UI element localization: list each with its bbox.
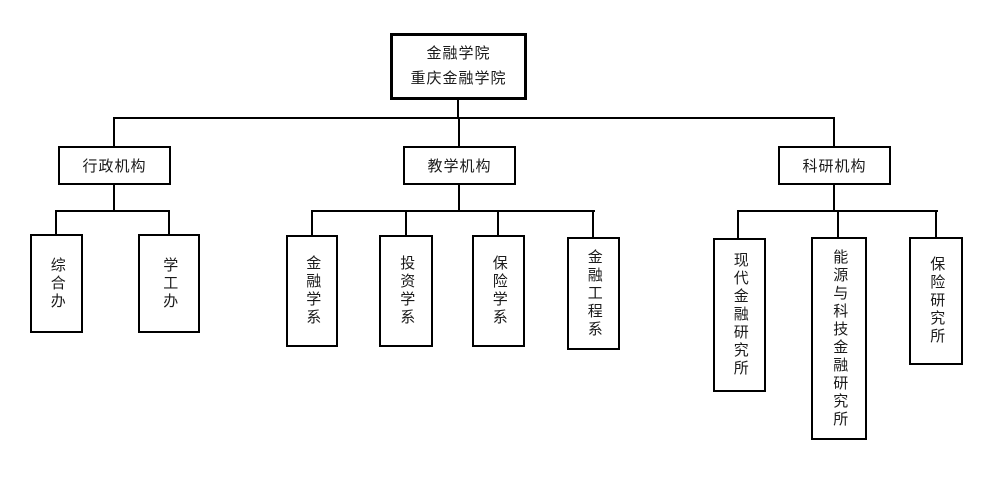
node-teaching-org: 教学机构 [403,146,516,185]
connector-teaching-drop-4 [592,210,594,239]
connector-root-stem [457,98,459,119]
node-general-office: 综合办 [30,234,83,333]
node-energy-tech-finance-institute-label: 能源与科技金融研究所 [831,248,848,429]
node-financial-engineering-dept-label: 金融工程系 [585,248,602,339]
connector-research-drop-3 [935,210,937,239]
connector-level1-bus [113,117,835,119]
node-admin-org: 行政机构 [58,146,171,185]
node-insurance-institute-label: 保险研究所 [928,256,945,346]
connector-admin-stem [113,183,115,212]
node-student-affairs-office-label: 学工办 [161,256,178,311]
node-root-title-line2: 重庆金融学院 [410,70,507,87]
connector-teaching-drop-1 [311,210,313,237]
node-research-org: 科研机构 [778,146,891,185]
connector-teaching-drop-3 [497,210,499,237]
node-insurance-dept-label: 保险学系 [490,255,507,327]
connector-admin-drop-2 [168,210,170,236]
node-modern-finance-institute: 现代金融研究所 [713,238,766,392]
node-research-org-label: 科研机构 [802,159,867,175]
connector-research-drop-2 [837,210,839,239]
node-general-office-label: 综合办 [48,256,65,311]
node-finance-dept-label: 金融学系 [304,255,321,327]
connector-teaching-stem [458,183,460,212]
node-investment-dept: 投资学系 [379,235,433,347]
node-teaching-org-label: 教学机构 [427,159,492,175]
node-student-affairs-office: 学工办 [138,234,200,333]
node-insurance-dept: 保险学系 [472,235,525,347]
connector-drop-admin [113,117,115,148]
node-finance-dept: 金融学系 [286,235,338,347]
connector-teaching-bus [311,210,595,212]
node-root-title-line1: 金融学院 [426,45,491,62]
connector-admin-drop-1 [55,210,57,236]
node-energy-tech-finance-institute: 能源与科技金融研究所 [811,237,867,440]
connector-drop-research [833,117,835,148]
connector-research-stem [833,183,835,212]
node-insurance-institute: 保险研究所 [909,237,963,365]
connector-drop-teaching [458,117,460,148]
connector-teaching-drop-2 [405,210,407,237]
node-modern-finance-institute-label: 现代金融研究所 [731,252,748,378]
node-root: 金融学院 重庆金融学院 [390,33,527,100]
node-admin-org-label: 行政机构 [82,159,147,175]
connector-research-drop-1 [737,210,739,239]
node-investment-dept-label: 投资学系 [398,255,415,327]
node-financial-engineering-dept: 金融工程系 [567,237,620,350]
connector-admin-bus [55,210,170,212]
